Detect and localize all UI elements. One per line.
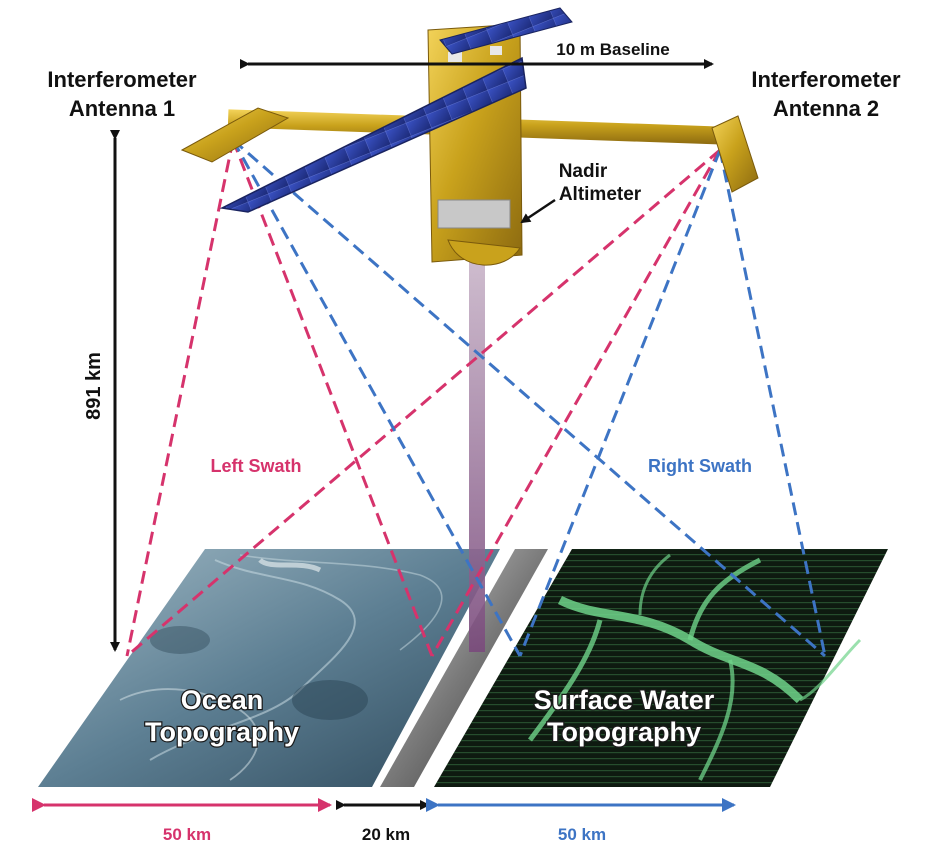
nadir-beam bbox=[469, 262, 485, 652]
baseline-label: 10 m Baseline bbox=[556, 40, 669, 59]
surface-water-panel bbox=[434, 549, 888, 787]
ocean-label-line2: Topography bbox=[145, 717, 299, 747]
nadir-pointer-arrow bbox=[520, 198, 556, 224]
ocean-label-line1: Ocean bbox=[181, 685, 264, 715]
antenna-1-label-line2: Antenna 1 bbox=[69, 96, 175, 121]
right-width-label: 50 km bbox=[558, 825, 606, 844]
nadir-strip bbox=[380, 549, 548, 787]
nadir-altimeter-dish bbox=[447, 239, 521, 266]
altitude-label: 891 km bbox=[83, 352, 105, 420]
left-swath-lines bbox=[125, 139, 722, 658]
surface-label-line2: Topography bbox=[547, 717, 701, 747]
right-swath-label: Right Swath bbox=[648, 456, 752, 476]
solar-panel bbox=[219, 56, 527, 213]
nadir-label-line2: Altimeter bbox=[559, 184, 642, 205]
antenna-2-label-line1: Interferometer bbox=[751, 67, 901, 92]
antenna-1-reflector bbox=[180, 107, 290, 163]
antenna-2-reflector bbox=[711, 115, 759, 193]
left-width-label: 50 km bbox=[163, 825, 211, 844]
gap-width-label: 20 km bbox=[362, 825, 410, 844]
left-swath-label: Left Swath bbox=[210, 456, 301, 476]
antenna-1-label-line1: Interferometer bbox=[47, 67, 197, 92]
satellite bbox=[180, 7, 759, 266]
surface-label-line1: Surface Water bbox=[534, 685, 715, 715]
nadir-label-line1: Nadir bbox=[559, 161, 608, 182]
ocean-topography-panel bbox=[38, 549, 500, 787]
right-swath-lines bbox=[231, 138, 827, 658]
antenna-2-label-line2: Antenna 2 bbox=[773, 96, 879, 121]
